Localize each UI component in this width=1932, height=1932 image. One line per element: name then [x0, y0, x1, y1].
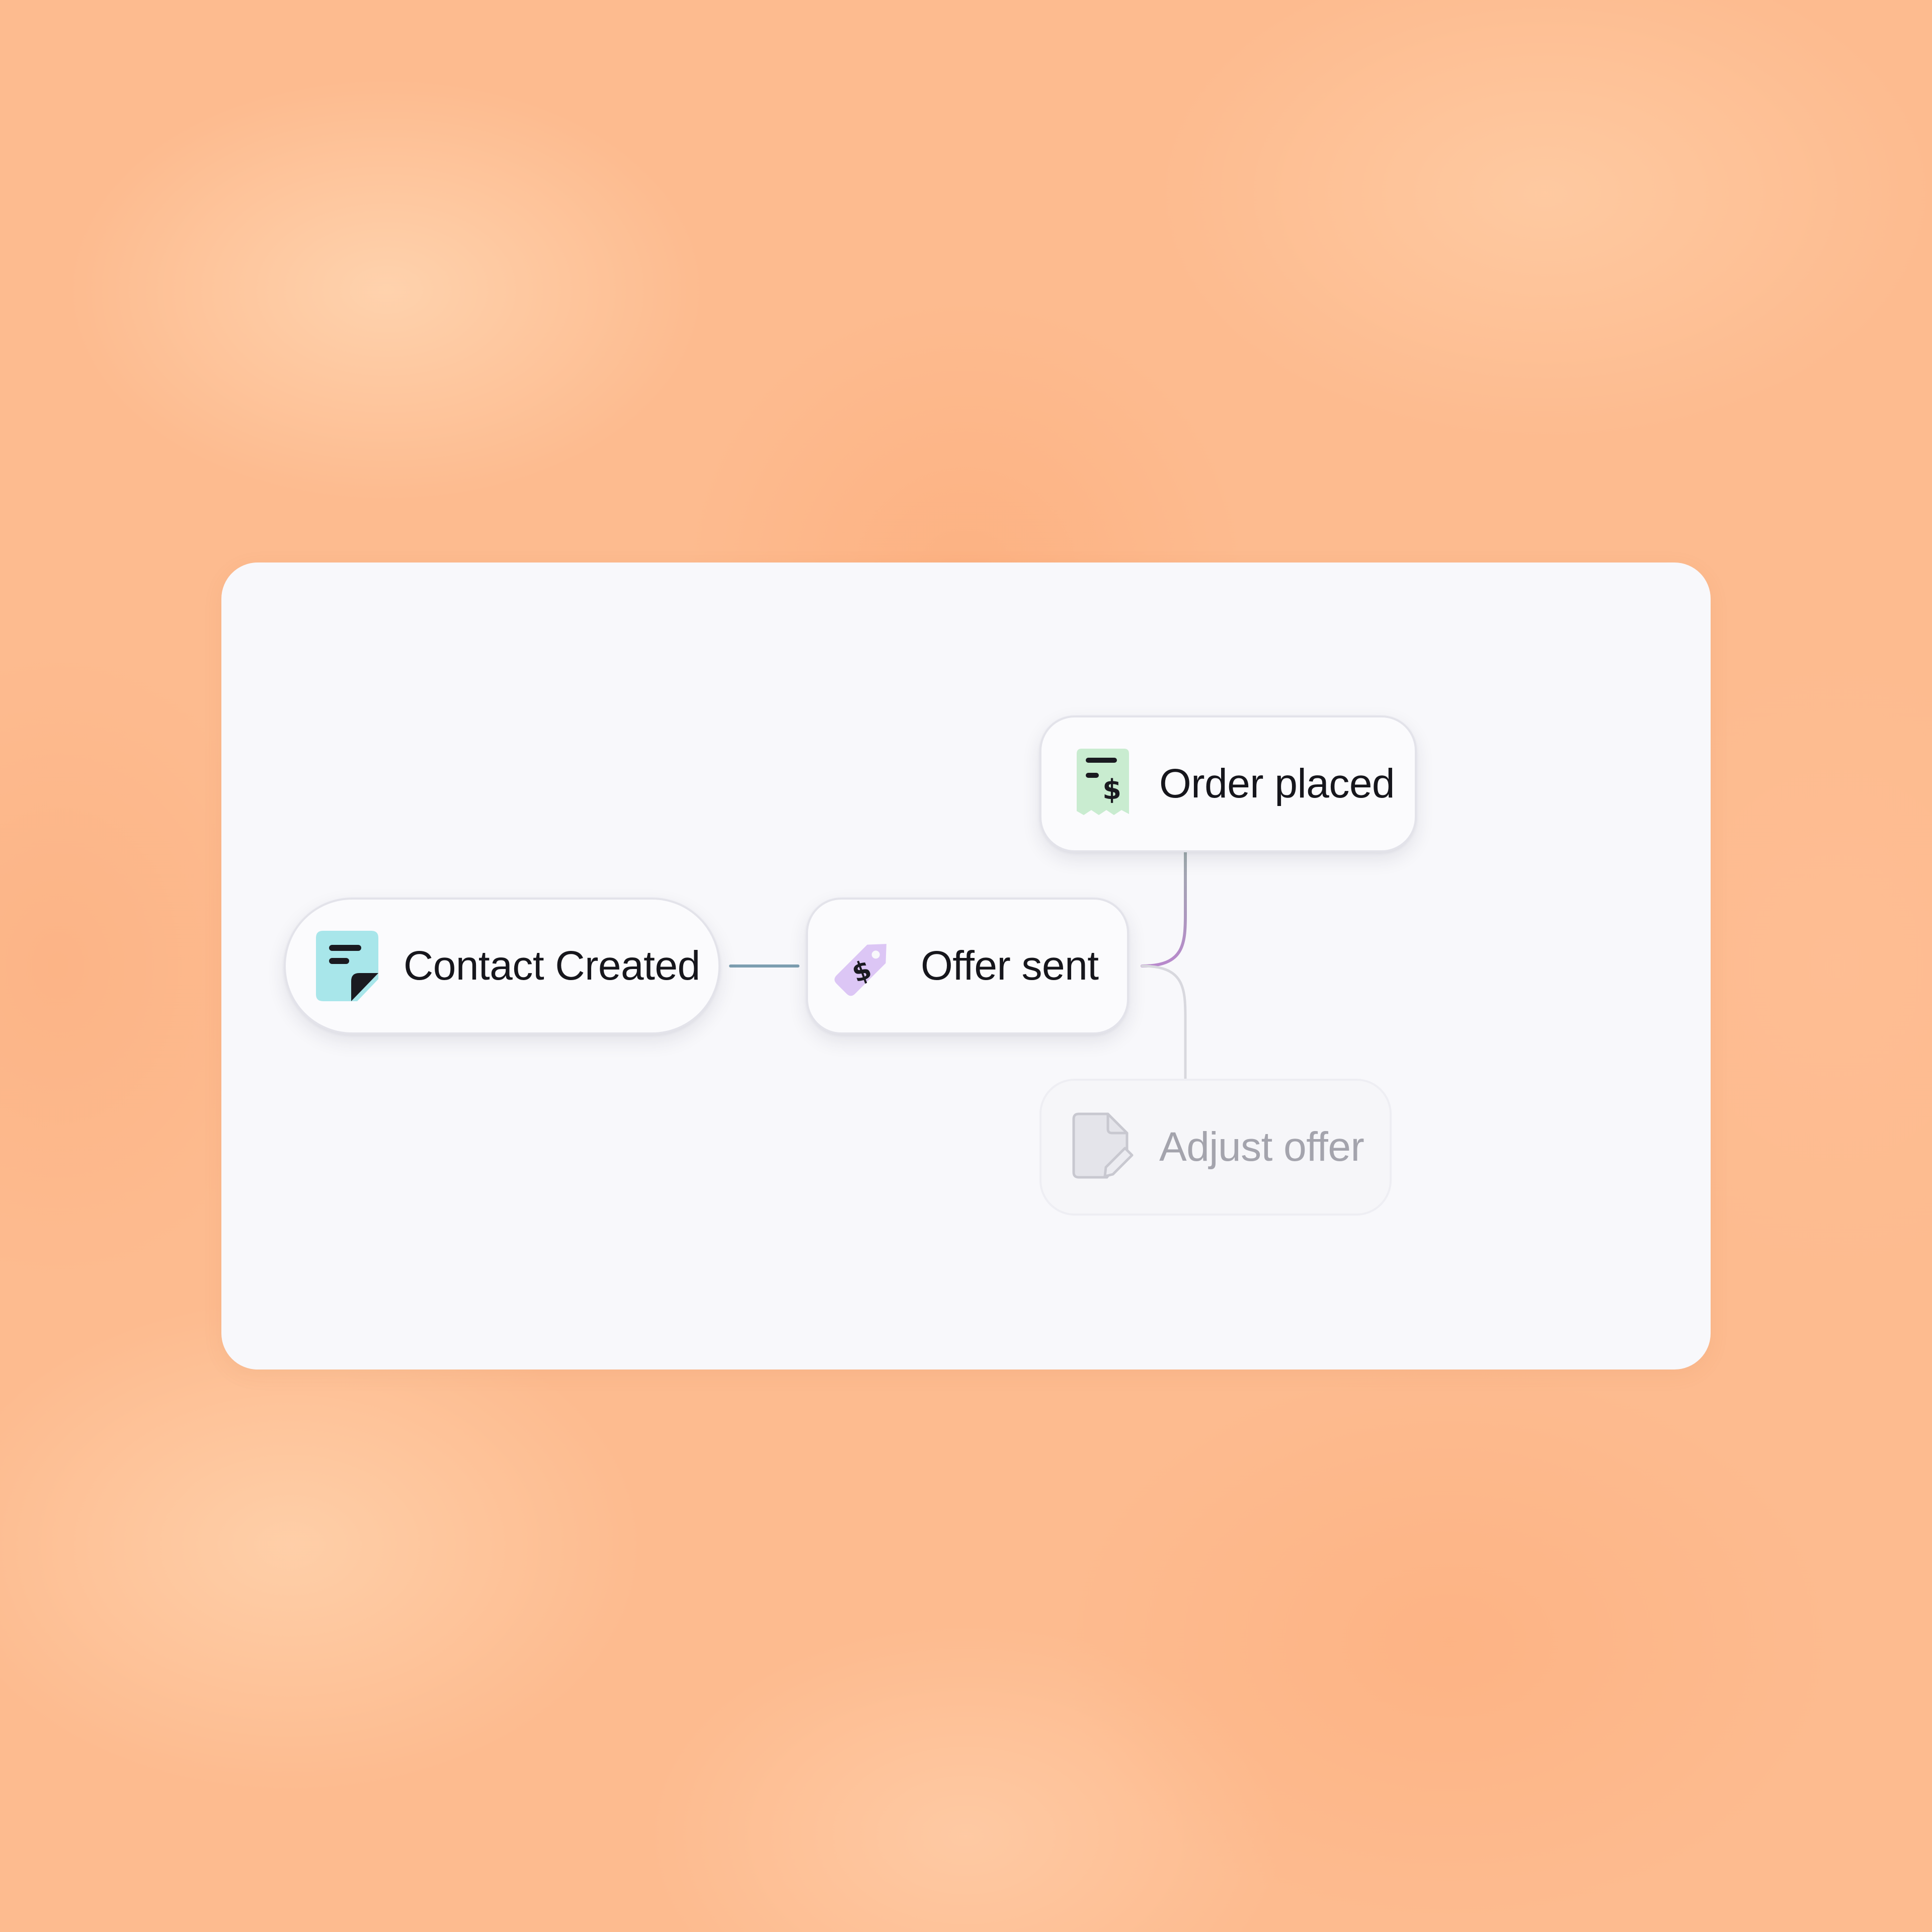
- node-label: Order placed: [1159, 761, 1395, 807]
- workflow-canvas: Contact Created $ Offer sent $ Order pla…: [221, 562, 1711, 1370]
- node-offer-sent[interactable]: $ Offer sent: [806, 898, 1129, 1034]
- node-adjust-offer[interactable]: Adjust offer: [1039, 1079, 1392, 1216]
- edit-document-icon: [1072, 1112, 1134, 1179]
- node-label: Contact Created: [404, 943, 700, 989]
- receipt-icon: $: [1077, 749, 1129, 815]
- node-label: Offer sent: [921, 943, 1099, 989]
- node-order-placed[interactable]: $ Order placed: [1039, 715, 1417, 852]
- node-contact-created[interactable]: Contact Created: [284, 898, 720, 1034]
- svg-text:$: $: [1102, 774, 1121, 806]
- contact-note-icon: [316, 931, 378, 1001]
- price-tag-icon: $: [834, 944, 887, 996]
- node-label: Adjust offer: [1159, 1124, 1364, 1170]
